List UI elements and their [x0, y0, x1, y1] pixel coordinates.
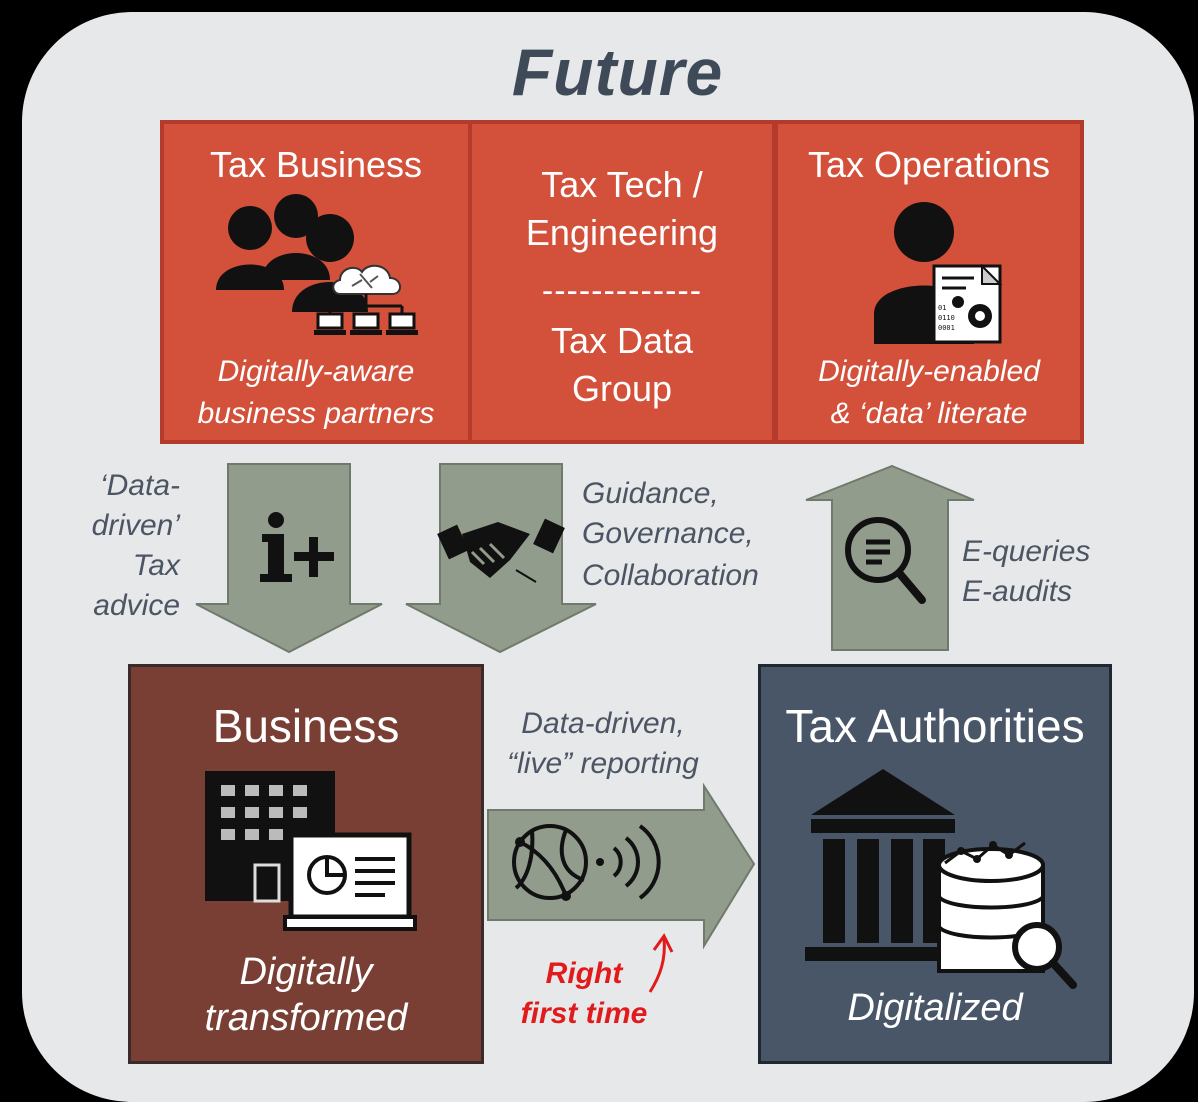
bank-database-icon	[805, 769, 1077, 989]
right-first-time-line2: first time	[520, 997, 648, 1030]
svg-text:01: 01	[938, 304, 946, 312]
information-plus-icon	[260, 512, 334, 582]
people-network-icon	[216, 194, 418, 335]
tax-authorities-subtitle: Digitalized	[847, 987, 1023, 1029]
page-title: Future	[511, 35, 724, 109]
tax-operations-title: Tax Operations	[807, 144, 1051, 185]
advice-label-line2: driven’	[91, 509, 180, 542]
search-document-icon	[845, 517, 926, 604]
tax-data-line2: Group	[571, 368, 673, 409]
tax-business-title: Tax Business	[209, 144, 423, 185]
tax-operations-subtitle-line2: & ‘data’ literate	[830, 397, 1028, 430]
svg-text:0110: 0110	[938, 314, 955, 322]
building-laptop-icon	[205, 771, 417, 931]
guidance-label-line1: Guidance,	[582, 477, 719, 510]
right-first-time-line1: Right	[545, 957, 623, 990]
advice-label-line4: advice	[93, 589, 180, 622]
business-subtitle-line1: Digitally	[239, 951, 373, 993]
svg-text:0001: 0001	[938, 324, 955, 332]
tax-authorities-title: Tax Authorities	[785, 700, 1085, 752]
right-first-time-arrow	[648, 933, 674, 993]
globe-signal-icon	[512, 824, 661, 901]
reporting-label-line1: Data-driven,	[521, 707, 685, 740]
tax-authorities-box: Tax Authorities Digitalized	[758, 664, 1112, 1064]
tax-business-subtitle-line2: business partners	[197, 397, 435, 430]
business-subtitle-line2: transformed	[204, 997, 408, 1039]
business-title: Business	[212, 700, 400, 752]
tax-operations-subtitle-line1: Digitally-enabled	[818, 355, 1040, 388]
guidance-label-line3: Collaboration	[582, 559, 759, 592]
tax-tech-line1: Tax Tech /	[541, 164, 703, 205]
tax-business-subtitle-line1: Digitally-aware	[217, 355, 415, 388]
tax-data-line1: Tax Data	[550, 320, 694, 361]
advice-label-line1: ‘Data-	[99, 469, 180, 502]
tax-tech-divider: -------------	[541, 272, 703, 310]
tax-tech-box: Tax Tech / Engineering ------------- Tax…	[468, 120, 776, 444]
equeries-label-line2: E-audits	[962, 575, 1073, 608]
person-data-icon: 01 0110 0001	[874, 202, 1003, 344]
equeries-label-line1: E-queries	[962, 535, 1091, 568]
tax-tech-line2: Engineering	[525, 212, 719, 253]
reporting-label-line2: “live” reporting	[507, 747, 699, 780]
tax-operations-box: Tax Operations 01 0110 0001 Digitally-en…	[774, 120, 1084, 444]
handshake-icon	[437, 518, 565, 583]
advice-down-arrow	[195, 463, 383, 654]
tax-business-box: Tax Business Digitally-aware business pa…	[160, 120, 472, 444]
advice-label-line3: Tax	[132, 549, 180, 582]
guidance-label-line2: Governance,	[582, 517, 754, 550]
equeries-up-arrow	[805, 464, 975, 651]
business-box: Business Digitally transformed	[128, 664, 484, 1064]
